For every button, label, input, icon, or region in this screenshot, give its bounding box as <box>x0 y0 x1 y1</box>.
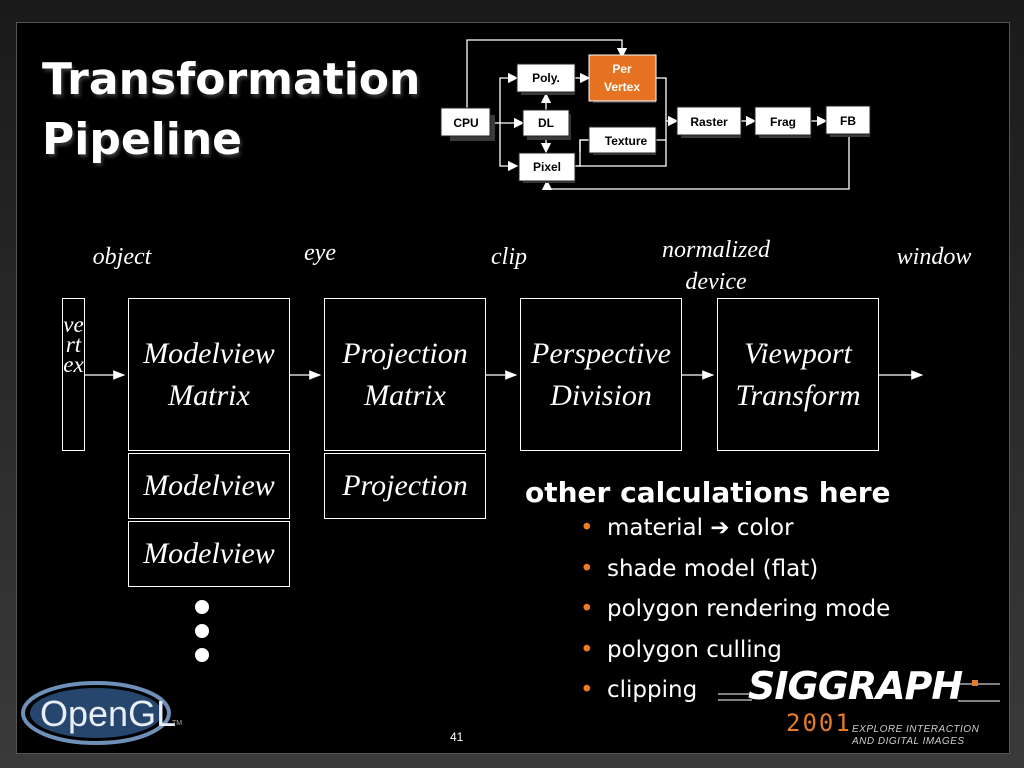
opengl-tm: TM <box>172 720 182 727</box>
dl-label: DL <box>538 116 554 130</box>
modelview-stack-box-1: Modelview <box>128 453 290 519</box>
ellipsis-dot <box>195 600 209 614</box>
viewport-line-1: Viewport <box>744 336 852 370</box>
perspective-line-2: Division <box>550 378 652 412</box>
ellipsis-dot <box>195 624 209 638</box>
siggraph-tagline-2: AND DIGITAL IMAGES <box>852 736 965 747</box>
poly-box <box>516 63 576 93</box>
viewport-line-2: Transform <box>735 378 861 412</box>
label-object: object <box>92 244 152 270</box>
cpu-label: CPU <box>453 116 478 130</box>
calculations-heading: other calculations here <box>525 476 891 509</box>
slide-title: Transformation Pipeline <box>42 50 420 170</box>
list-item: shade model (flat) <box>580 551 890 592</box>
texture-box <box>588 126 657 154</box>
dl-box <box>522 109 570 137</box>
pixel-label: Pixel <box>533 160 561 174</box>
siggraph-year: 2001 <box>786 709 852 737</box>
fb-box <box>825 105 871 135</box>
raster-box <box>676 106 742 136</box>
siggraph-tagline-1: EXPLORE INTERACTION <box>852 724 980 735</box>
poly-label: Poly. <box>532 71 560 85</box>
page-number: 41 <box>450 730 464 744</box>
texture-label: Texture <box>605 134 648 148</box>
vertex-box: vertex <box>62 298 85 451</box>
projection-stack-box: Projection <box>324 453 486 519</box>
label-eye: eye <box>304 240 336 266</box>
label-window: window <box>896 244 972 270</box>
list-item: clipping <box>580 672 890 713</box>
label-normalized-line-2: device <box>685 269 747 295</box>
perspective-line-1: Perspective <box>531 336 671 370</box>
projection-line-1: Projection <box>342 336 468 370</box>
siggraph-tagline: EXPLORE INTERACTION AND DIGITAL IMAGES <box>852 724 979 748</box>
list-item: material ➔ color <box>580 510 890 551</box>
frag-box <box>754 106 812 136</box>
cpu-box <box>440 107 491 137</box>
modelview-line-1: Modelview <box>143 336 275 370</box>
label-clip: clip <box>491 244 527 270</box>
modelview-line-2: Matrix <box>168 378 250 412</box>
per-vertex-line-1: Per <box>612 62 632 76</box>
pixel-box <box>518 152 576 182</box>
label-normalized-line-1: normalized <box>662 237 770 263</box>
per-vertex-box <box>588 54 657 102</box>
frag-label: Frag <box>770 115 796 129</box>
fb-label: FB <box>840 114 856 128</box>
list-item: polygon culling <box>580 632 890 673</box>
siggraph-title: SIGGRAPH <box>748 664 963 708</box>
per-vertex-line-2: Vertex <box>604 80 640 94</box>
opengl-logo-text: OpenGL <box>40 693 176 734</box>
title-line-2: Pipeline <box>42 114 242 165</box>
list-item: polygon rendering mode <box>580 591 890 632</box>
calculations-list: material ➔ color shade model (flat) poly… <box>580 510 890 713</box>
raster-label: Raster <box>690 115 728 129</box>
label-normalized-device: normalized device <box>636 234 796 298</box>
ellipsis-dot <box>195 648 209 662</box>
title-line-1: Transformation <box>42 54 421 105</box>
modelview-stack-box-2: Modelview <box>128 521 290 587</box>
opengl-logo: OpenGL TM <box>21 681 182 745</box>
projection-line-2: Matrix <box>364 378 446 412</box>
stack-ellipsis <box>195 600 209 672</box>
